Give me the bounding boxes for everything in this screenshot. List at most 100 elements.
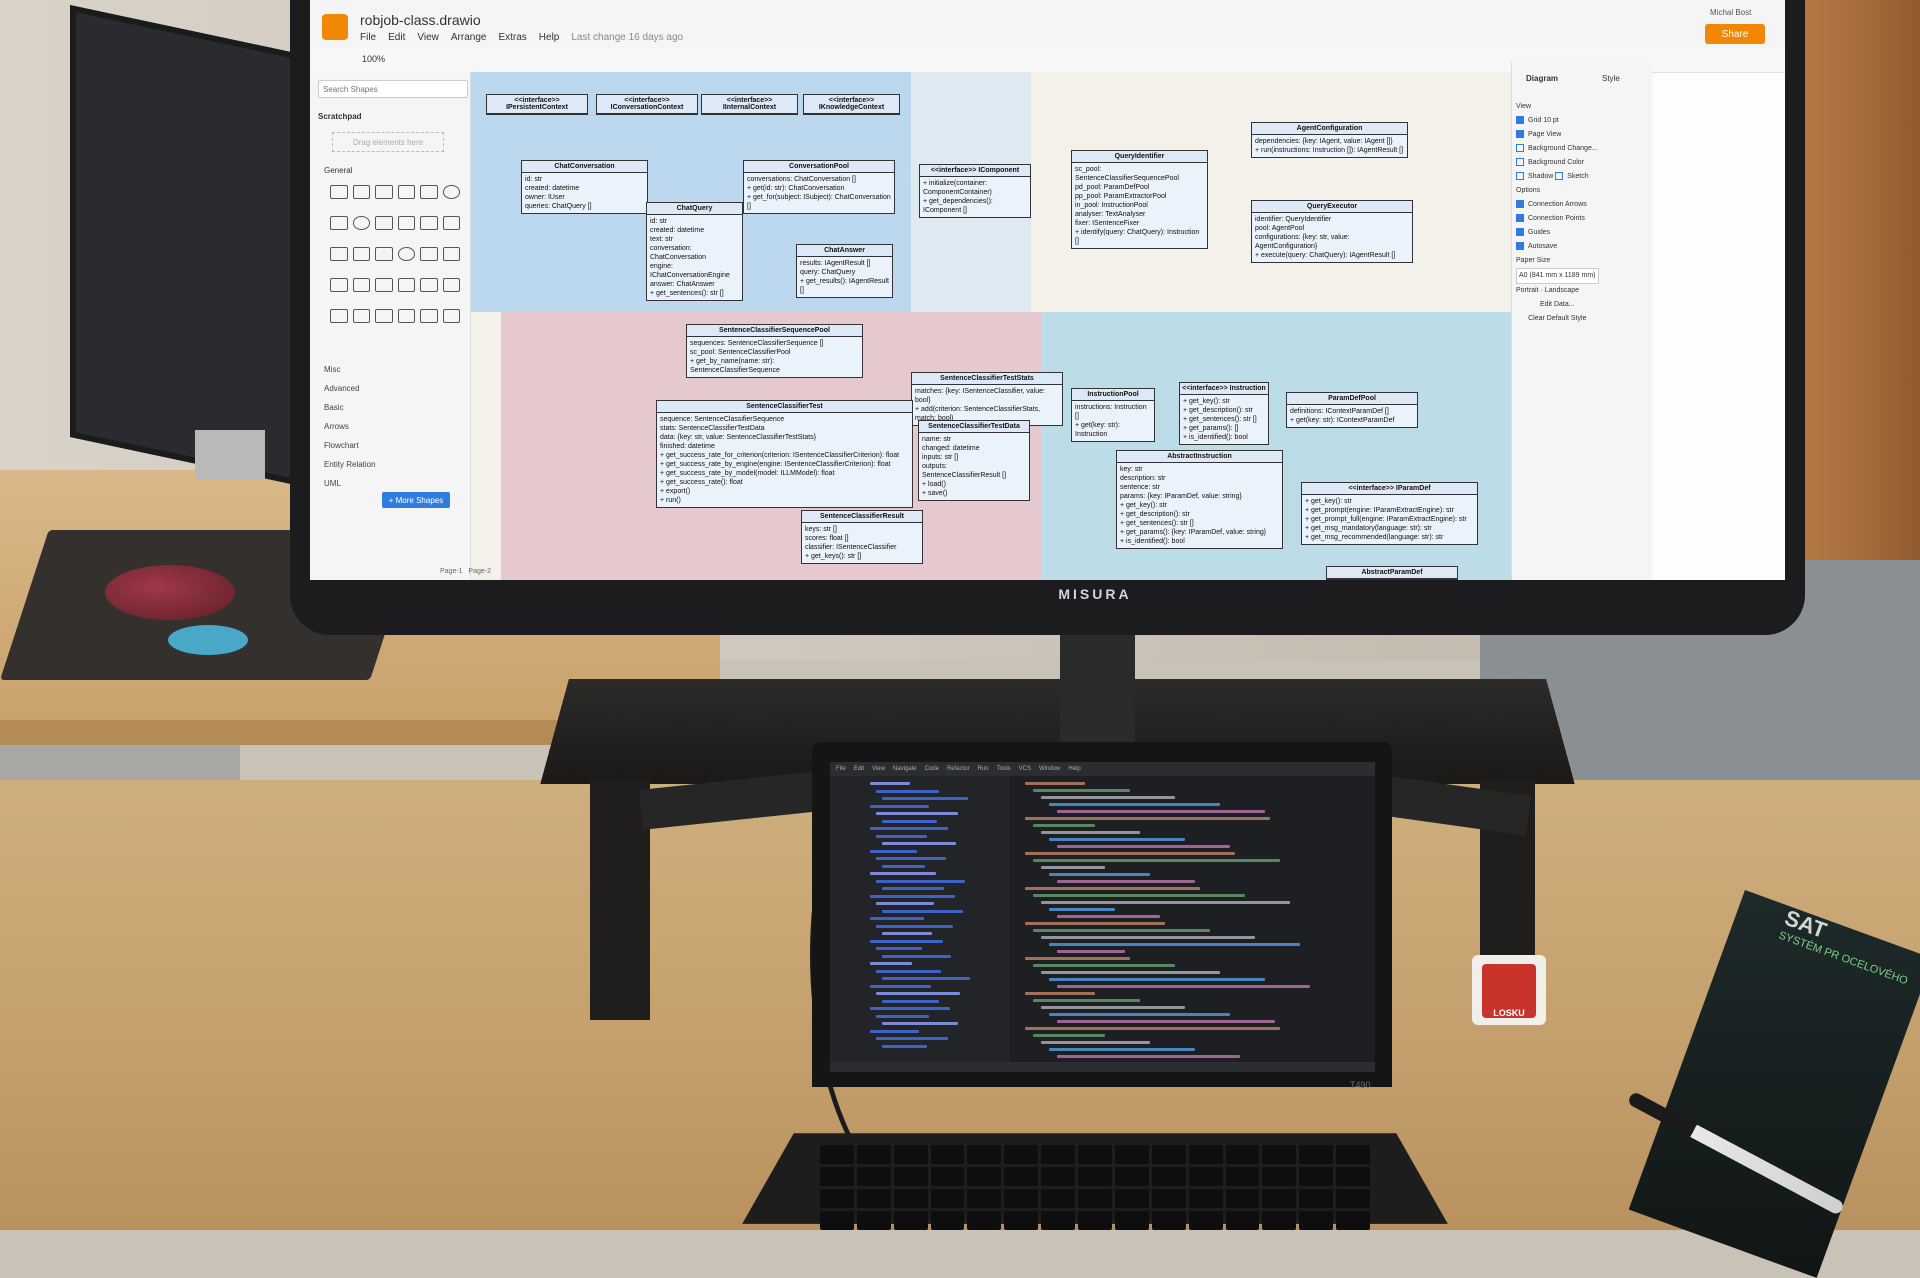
- uml-class[interactable]: AbstractParamDef: [1326, 566, 1458, 580]
- shape-tile[interactable]: [398, 185, 416, 199]
- menu-extras[interactable]: Extras: [498, 32, 526, 43]
- tree-item[interactable]: [876, 992, 960, 995]
- option-connection-points[interactable]: Connection Points: [1516, 212, 1599, 226]
- tree-item[interactable]: [870, 1007, 950, 1010]
- tree-item[interactable]: [870, 850, 917, 853]
- ide-menu-item[interactable]: Refactor: [947, 766, 970, 772]
- shape-tile[interactable]: [420, 309, 438, 323]
- uml-class[interactable]: QueryIdentifier sc_pool: SentenceClassif…: [1071, 150, 1208, 249]
- checkbox-icon[interactable]: [1516, 242, 1524, 250]
- scratchpad-label[interactable]: Scratchpad: [318, 112, 362, 121]
- tree-item[interactable]: [882, 955, 951, 958]
- tree-item[interactable]: [876, 947, 922, 950]
- library-misc[interactable]: Misc: [324, 360, 376, 379]
- menu-arrange[interactable]: Arrange: [451, 32, 487, 43]
- ide-menu-item[interactable]: View: [872, 766, 885, 772]
- shape-tile[interactable]: [353, 309, 371, 323]
- option-shadow[interactable]: Shadow Sketch: [1516, 170, 1599, 184]
- shape-tile[interactable]: [375, 185, 393, 199]
- library-advanced[interactable]: Advanced: [324, 379, 376, 398]
- uml-class[interactable]: QueryExecutor identifier: QueryIdentifie…: [1251, 200, 1413, 263]
- general-library-label[interactable]: General: [324, 166, 352, 175]
- shape-tile[interactable]: [443, 216, 461, 230]
- shape-tile[interactable]: [375, 247, 393, 261]
- uml-class[interactable]: ChatAnswer results: IAgentResult []query…: [796, 244, 893, 298]
- scratchpad-dropzone[interactable]: Drag elements here: [332, 132, 444, 152]
- ide-menu-item[interactable]: VCS: [1019, 766, 1031, 772]
- library-uml[interactable]: UML: [324, 474, 376, 493]
- tree-item[interactable]: [870, 782, 910, 785]
- ide-menu-item[interactable]: Window: [1039, 766, 1060, 772]
- shape-tile[interactable]: [398, 216, 416, 230]
- tree-item[interactable]: [876, 970, 941, 973]
- shape-tile[interactable]: [330, 247, 348, 261]
- shape-tile[interactable]: [330, 216, 348, 230]
- option-page-view[interactable]: Page View: [1516, 128, 1599, 142]
- ide-menu-item[interactable]: Code: [925, 766, 939, 772]
- menu-file[interactable]: File: [360, 32, 376, 43]
- tree-item[interactable]: [870, 985, 931, 988]
- shape-tile[interactable]: [420, 247, 438, 261]
- edit-data-button[interactable]: Edit Data...: [1516, 298, 1599, 312]
- shape-tile[interactable]: [353, 278, 371, 292]
- uml-class[interactable]: <<interface>> IKnowledgeContext: [803, 94, 900, 115]
- uml-class[interactable]: ChatQuery id: strcreated: datetimetext: …: [646, 202, 743, 301]
- checkbox-icon[interactable]: [1516, 158, 1524, 166]
- uml-class[interactable]: SentenceClassifierTest sequence: Sentenc…: [656, 400, 913, 508]
- grid-size-value[interactable]: 10 pt: [1543, 117, 1559, 124]
- tree-item[interactable]: [882, 977, 970, 980]
- tree-item[interactable]: [876, 925, 953, 928]
- shape-tile[interactable]: [353, 247, 371, 261]
- tree-item[interactable]: [876, 812, 958, 815]
- uml-class[interactable]: ParamDefPool definitions: IContextParamD…: [1286, 392, 1418, 428]
- option-background-color[interactable]: Background Color: [1516, 156, 1599, 170]
- tree-item[interactable]: [870, 1030, 919, 1033]
- library-basic[interactable]: Basic: [324, 398, 376, 417]
- tab-style[interactable]: Style: [1602, 74, 1620, 83]
- share-button[interactable]: Share: [1705, 24, 1765, 44]
- search-shapes-input[interactable]: [318, 80, 468, 98]
- shape-tile[interactable]: [398, 247, 416, 261]
- checkbox-icon[interactable]: [1516, 116, 1524, 124]
- uml-class[interactable]: SentenceClassifierTestData name: strchan…: [918, 420, 1030, 501]
- tree-item[interactable]: [870, 872, 936, 875]
- uml-class[interactable]: <<interface>> IPersistentContext: [486, 94, 588, 115]
- orientation-portrait[interactable]: Portrait: [1516, 287, 1539, 294]
- shape-tile[interactable]: [353, 185, 371, 199]
- tree-item[interactable]: [882, 887, 944, 890]
- menu-edit[interactable]: Edit: [388, 32, 405, 43]
- ide-menu-item[interactable]: Help: [1068, 766, 1080, 772]
- uml-class[interactable]: <<interface>> IInternalContext: [701, 94, 798, 115]
- ide-menu-item[interactable]: Tools: [997, 766, 1011, 772]
- option-background[interactable]: Background Change...: [1516, 142, 1599, 156]
- ide-code-editor[interactable]: [1015, 776, 1375, 1062]
- tree-item[interactable]: [870, 827, 948, 830]
- tree-item[interactable]: [882, 932, 932, 935]
- uml-class[interactable]: SentenceClassifierTestStats matches: {ke…: [911, 372, 1063, 426]
- shape-tile[interactable]: [443, 185, 461, 199]
- shape-tile[interactable]: [420, 278, 438, 292]
- checkbox-icon[interactable]: [1516, 228, 1524, 236]
- tab-diagram[interactable]: Diagram: [1526, 74, 1558, 83]
- diagram-canvas[interactable]: <<interface>> IPersistentContext <<inter…: [471, 72, 1511, 580]
- uml-class[interactable]: AbstractInstruction key: strdescription:…: [1116, 450, 1283, 549]
- option-grid[interactable]: Grid 10 pt: [1516, 114, 1599, 128]
- option-autosave[interactable]: Autosave: [1516, 240, 1599, 254]
- ide-project-tree[interactable]: [830, 776, 1010, 1062]
- shape-tile[interactable]: [398, 309, 416, 323]
- checkbox-icon[interactable]: [1516, 130, 1524, 138]
- library-flowchart[interactable]: Flowchart: [324, 436, 376, 455]
- library-entity-relation[interactable]: Entity Relation: [324, 455, 376, 474]
- uml-class[interactable]: ConversationPool conversations: ChatConv…: [743, 160, 895, 214]
- option-guides[interactable]: Guides: [1516, 226, 1599, 240]
- uml-class[interactable]: <<interface>> IParamDef + get_key(): str…: [1301, 482, 1478, 545]
- last-change-status[interactable]: Last change 16 days ago: [571, 32, 683, 43]
- clear-default-style-button[interactable]: Clear Default Style: [1516, 312, 1599, 326]
- tree-item[interactable]: [870, 962, 912, 965]
- tree-item[interactable]: [876, 790, 939, 793]
- shape-tile[interactable]: [375, 216, 393, 230]
- tree-item[interactable]: [870, 917, 924, 920]
- shape-tile[interactable]: [443, 309, 461, 323]
- uml-class[interactable]: ChatConversation id: strcreated: datetim…: [521, 160, 648, 214]
- checkbox-icon[interactable]: [1516, 144, 1524, 152]
